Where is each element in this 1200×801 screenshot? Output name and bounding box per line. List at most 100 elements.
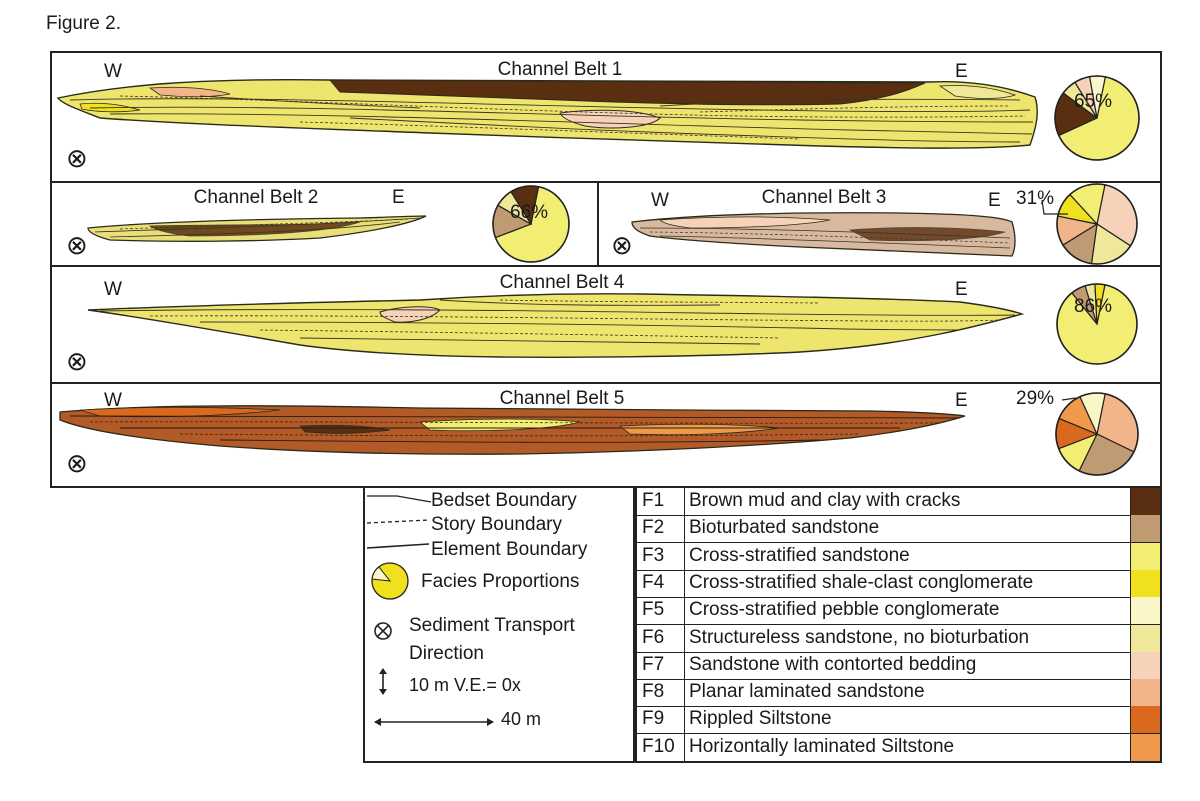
panel-4-east-label: E	[955, 279, 968, 300]
facies-proportions-label: Facies Proportions	[421, 571, 580, 592]
panel-2-east-label: E	[392, 187, 405, 208]
legend-symbols	[366, 495, 494, 726]
facies-description: Rippled Siltstone	[689, 708, 832, 730]
facies-code: F5	[637, 597, 685, 625]
panel-3-transport-icon: ⊗	[611, 230, 633, 260]
facies-code: F4	[637, 569, 685, 597]
facies-description: Cross-stratified sandstone	[689, 544, 910, 566]
facies-pie-belt-5	[1055, 392, 1139, 476]
facies-description: Cross-stratified shale-clast conglomerat…	[689, 571, 1034, 593]
panel-1-transport-icon: ⊗	[66, 143, 88, 173]
channel-belt-3-section	[631, 212, 1016, 257]
channel-belt-5-section	[59, 405, 966, 455]
facies-description: Brown mud and clay with cracks	[689, 490, 961, 511]
facies-description: Sandstone with contorted bedding	[689, 653, 977, 675]
facies-pie-belt-1	[1054, 75, 1140, 161]
facies-code: F10	[637, 733, 685, 761]
facies-color-swatch	[1130, 679, 1160, 707]
facies-pie-belt-4	[1056, 283, 1138, 365]
panel-3-west-label: W	[651, 190, 669, 211]
panel-4-transport-icon: ⊗	[66, 346, 88, 376]
facies-pie-belt-2	[492, 185, 570, 263]
pie-outline	[1054, 75, 1140, 161]
panel-4-title: Channel Belt 4	[500, 272, 625, 293]
panel-1-east-label: E	[955, 61, 968, 82]
panel-1-west-label: W	[104, 61, 122, 82]
panel-2-title: Channel Belt 2	[194, 187, 319, 208]
panel-3-east-label: E	[988, 190, 1001, 211]
element-boundary-line-icon	[366, 543, 430, 549]
facies-color-swatch	[1130, 651, 1160, 679]
pie-outline	[1056, 283, 1138, 365]
channel-belt-4-section	[87, 293, 1025, 358]
facies-description: Planar laminated sandstone	[689, 681, 925, 703]
vertical-scale-label: 10 m V.E.= 0x	[409, 675, 521, 695]
facies-code: F6	[637, 624, 685, 652]
boundary-legend: Bedset Boundary Story Boundary Element B…	[363, 486, 635, 763]
facies-color-swatch	[1130, 569, 1160, 597]
pie-outline	[1055, 392, 1139, 476]
facies-description: Bioturbated sandstone	[689, 517, 880, 539]
panel-2-transport-icon: ⊗	[66, 230, 88, 260]
panel-4-percent: 86%	[1074, 296, 1112, 317]
transport-label-line2: Direction	[409, 643, 484, 664]
story-boundary-line-icon	[366, 519, 430, 524]
panel-1-percent: 65%	[1074, 91, 1112, 112]
horizontal-scale-label: 40 m	[501, 709, 542, 729]
facies-code: F1	[637, 488, 685, 515]
panel-2-percent: 66%	[510, 202, 548, 223]
panel-5-percent-callout	[1061, 397, 1077, 401]
channel-belt-2-section	[87, 215, 427, 242]
story-boundary-label: Story Boundary	[431, 514, 562, 535]
panel-5-east-label: E	[955, 390, 968, 411]
facies-code: F2	[637, 515, 685, 543]
facies-proportion-icon	[371, 562, 409, 600]
panel-1-title: Channel Belt 1	[498, 59, 623, 80]
facies-description: Horizontally laminated Siltstone	[689, 735, 955, 757]
facies-description: Structureless sandstone, no bioturbation	[689, 626, 1030, 648]
channel-belt-1-section	[56, 78, 1038, 149]
panel-3-title: Channel Belt 3	[762, 187, 887, 208]
horizontal-scale-arrow-icon	[374, 718, 494, 726]
panel-5-west-label: W	[104, 390, 122, 411]
facies-color-swatch	[1130, 488, 1160, 515]
panel-5-title: Channel Belt 5	[500, 388, 625, 409]
pie-outline	[492, 185, 570, 263]
pie-outline	[1056, 183, 1138, 265]
facies-color-swatch	[1130, 515, 1160, 543]
panel-5-transport-icon: ⊗	[66, 448, 88, 478]
facies-code: F8	[637, 679, 685, 707]
facies-color-swatch	[1130, 542, 1160, 570]
facies-code: F9	[637, 706, 685, 734]
panel-5-percent: 29%	[1016, 388, 1054, 409]
facies-pie-belt-3	[1056, 183, 1138, 265]
panel-3-percent-callout	[1041, 199, 1068, 215]
facies-color-swatch	[1130, 733, 1160, 761]
facies-color-swatch	[1130, 624, 1160, 652]
facies-color-swatch	[1130, 597, 1160, 625]
element-boundary-label: Element Boundary	[431, 539, 588, 560]
panel-3-percent: 31%	[1016, 188, 1054, 209]
figure-label: Figure 2.	[46, 13, 121, 34]
bedset-boundary-label: Bedset Boundary	[431, 490, 577, 511]
facies-color-swatch	[1130, 706, 1160, 734]
facies-description: Cross-stratified pebble conglomerate	[689, 599, 1000, 621]
facies-code: F7	[637, 651, 685, 679]
facies-code: F3	[637, 542, 685, 570]
transport-label-line1: Sediment Transport	[409, 615, 575, 636]
panel-4-west-label: W	[104, 279, 122, 300]
transport-direction-icon	[374, 622, 392, 640]
vertical-scale-arrow-icon	[379, 668, 387, 695]
